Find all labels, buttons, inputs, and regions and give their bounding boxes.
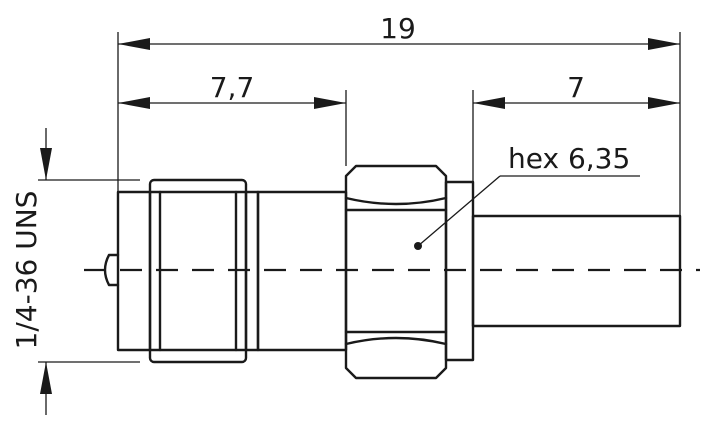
hex-label: hex 6,35: [508, 142, 630, 175]
overall-length-dimension: 19: [118, 12, 680, 50]
thread-dimension: 1/4-36 UNS: [10, 128, 52, 415]
rear-body: [471, 214, 682, 328]
overall-length-label: 19: [380, 12, 416, 45]
hex-nut: [344, 164, 448, 380]
thread-label: 1/4-36 UNS: [10, 191, 43, 350]
rear-length-label: 7: [567, 71, 585, 104]
center-pin: [103, 253, 120, 287]
connector-body: [103, 164, 682, 380]
rear-length-dimension: 7: [473, 71, 680, 109]
front-length-dimension: 7,7: [118, 71, 346, 109]
hex-callout: hex 6,35: [414, 142, 640, 250]
front-length-label: 7,7: [210, 71, 255, 104]
